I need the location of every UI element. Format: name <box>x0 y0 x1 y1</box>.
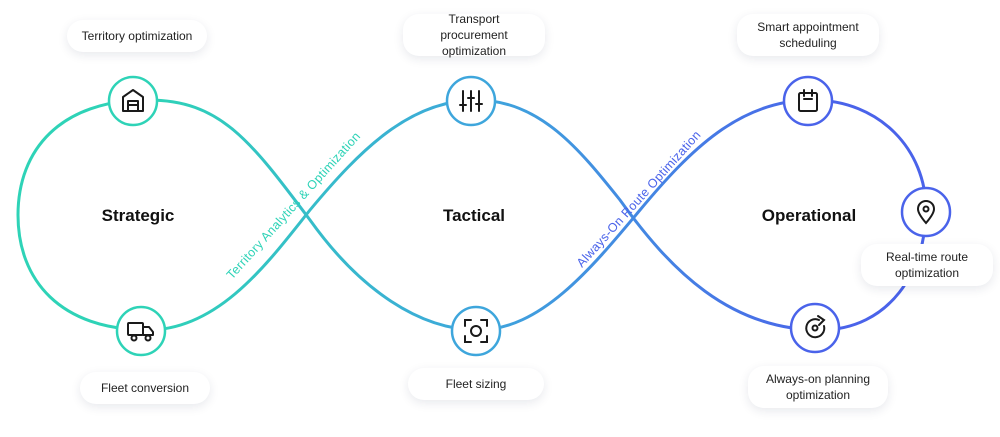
node-fleet-sizing[interactable] <box>450 305 502 357</box>
location-pin-icon <box>916 199 936 225</box>
node-always-on-planning[interactable] <box>789 302 841 354</box>
label-text-line1: Always-on planning <box>765 372 871 386</box>
tactical-loop-bottom <box>477 98 813 332</box>
label-text: Fleet sizing <box>445 377 507 391</box>
node-realtime-route[interactable] <box>900 186 952 238</box>
refresh-icon <box>805 315 826 339</box>
truck-icon <box>127 322 154 342</box>
label-text-line2: scheduling <box>779 36 837 50</box>
label-text-line2: optimization <box>894 266 960 280</box>
scan-icon <box>464 319 488 343</box>
label-smart-appointment: Smart appointment scheduling <box>737 14 879 56</box>
label-fleet-conversion: Fleet conversion <box>80 372 210 404</box>
track-label-always-on: Always-On Route Optimization <box>574 128 704 270</box>
label-text-line2: optimization <box>441 44 507 58</box>
label-transport-procurement: Transport procurement optimization <box>403 12 545 58</box>
strategic-loop-bottom <box>147 98 477 332</box>
label-always-on-planning: Always-on planning optimization <box>748 366 888 408</box>
label-text-line1: Transport procurement <box>440 12 508 42</box>
label-text: Territory optimization <box>81 29 193 43</box>
node-fleet-conversion[interactable] <box>115 305 167 357</box>
label-text-line1: Smart appointment <box>757 20 859 34</box>
calendar-icon <box>798 89 818 112</box>
strategic-loop-left-arc <box>16 98 149 332</box>
tactical-loop-top <box>475 98 821 332</box>
phase-operational: Operational <box>761 206 857 225</box>
label-territory-optimization: Territory optimization <box>67 20 207 52</box>
node-territory-optimization[interactable] <box>107 75 159 127</box>
label-fleet-sizing: Fleet sizing <box>408 368 544 400</box>
label-realtime-route: Real-time route optimization <box>861 244 993 286</box>
node-smart-appointment[interactable] <box>782 75 834 127</box>
label-text-line2: optimization <box>785 388 851 402</box>
warehouse-icon <box>122 89 144 112</box>
node-transport-procurement[interactable] <box>445 75 497 127</box>
label-text: Fleet conversion <box>100 381 190 395</box>
phase-tactical: Tactical <box>442 206 506 225</box>
phase-strategic: Strategic <box>101 206 175 225</box>
sliders-icon <box>459 90 483 112</box>
strategic-loop-top <box>147 98 479 332</box>
label-text-line1: Real-time route <box>885 250 969 264</box>
